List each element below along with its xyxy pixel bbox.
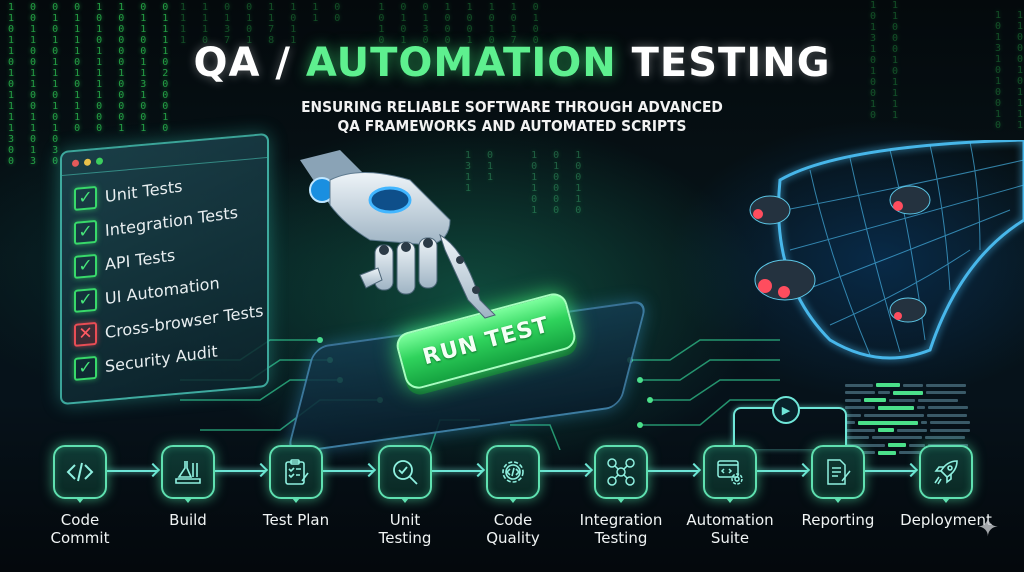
subtitle: ENSURING RELIABLE SOFTWARE THROUGH ADVAN… xyxy=(41,98,983,136)
checkmark-icon[interactable]: ✓ xyxy=(74,219,97,245)
pipeline-step-label: Build xyxy=(169,511,207,529)
arrow-icon xyxy=(321,470,373,472)
pipeline-step-button[interactable] xyxy=(378,445,432,503)
rocket-icon xyxy=(934,460,958,485)
matrix-code-rain-left: 1 0 0 0 1 1 0 0 1 0 1 1 0 0 1 1 0 1 0 1 … xyxy=(8,2,174,167)
title-accent: AUTOMATION xyxy=(305,40,617,86)
matrix-code-rain-mid: 1 0 1 0 1 3 1 0 1 0 1 1 1 0 0 1 1 0 1 0 … xyxy=(465,150,587,216)
arrow-icon xyxy=(538,470,590,472)
subtitle-line-1: ENSURING RELIABLE SOFTWARE THROUGH ADVAN… xyxy=(301,98,723,116)
checkmark-icon[interactable]: ✓ xyxy=(74,185,97,211)
bug-icon xyxy=(889,297,927,323)
window-controls xyxy=(72,157,103,168)
magnifier-check-icon xyxy=(393,460,418,485)
sparkle-icon: ✦ xyxy=(977,513,999,543)
pipeline-step-label: Reporting xyxy=(801,511,875,529)
maximize-dot-icon[interactable] xyxy=(96,157,103,165)
page-title: QA / AUTOMATION TESTING xyxy=(0,40,1024,86)
checkmark-icon[interactable]: ✓ xyxy=(74,355,97,381)
play-icon[interactable]: ▶ xyxy=(772,396,800,424)
minimize-dot-icon[interactable] xyxy=(84,158,91,167)
pipeline-step-button[interactable] xyxy=(486,445,540,503)
title-prefix: QA / xyxy=(193,40,306,86)
pipeline-step-label: Deployment xyxy=(900,511,992,529)
title-suffix: TESTING xyxy=(616,40,831,86)
pipeline-step-button[interactable] xyxy=(269,445,323,503)
document-pen-icon xyxy=(827,459,851,485)
subtitle-line-2: QA FRAMEWORKS AND AUTOMATED SCRIPTS xyxy=(337,117,687,135)
pipeline-step-button[interactable] xyxy=(161,445,215,503)
close-dot-icon[interactable] xyxy=(72,159,79,168)
bug-net-icon xyxy=(749,140,1024,360)
bug-icon xyxy=(749,195,791,225)
pipeline-step-reporting[interactable]: Reporting xyxy=(783,445,893,529)
arrow-icon xyxy=(755,470,807,472)
browser-gear-icon xyxy=(717,460,743,485)
lab-flasks-icon xyxy=(175,461,201,484)
arrow-icon xyxy=(213,470,265,472)
test-checklist: ✓ Unit Tests ✓ Integration Tests ✓ API T… xyxy=(74,165,264,386)
pipeline-step-test-plan[interactable]: Test Plan xyxy=(241,445,351,529)
robot-hand-icon xyxy=(300,150,496,319)
pipeline-step-button[interactable] xyxy=(811,445,865,503)
pipeline-step-button[interactable] xyxy=(594,445,648,503)
gear-code-icon xyxy=(502,461,524,483)
code-brackets-icon xyxy=(66,462,94,482)
pipeline-step-button[interactable] xyxy=(53,445,107,503)
checkmark-icon[interactable]: ✓ xyxy=(74,287,97,313)
bug-icon xyxy=(754,259,816,301)
checkmark-icon[interactable]: ✓ xyxy=(74,253,97,279)
network-nodes-icon xyxy=(607,458,635,486)
pipeline-step-button[interactable] xyxy=(919,445,973,503)
arrow-icon xyxy=(430,470,482,472)
pipeline-step-deployment[interactable]: Deployment xyxy=(891,445,1001,529)
matrix-code-rain-top: 1 1 0 0 1 1 1 0 1 0 0 1 1 1 1 0 1 1 1 1 … xyxy=(180,2,544,46)
checklist-item-label: API Tests xyxy=(104,244,176,274)
bug-icon xyxy=(889,185,931,215)
x-mark-icon[interactable]: ✕ xyxy=(74,321,97,347)
arrow-icon xyxy=(863,470,915,472)
matrix-code-rain-top-right: 1 1 0 1 1 0 3 0 1 0 0 1 1 0 0 1 0 1 1 1 … xyxy=(870,0,904,121)
arrow-icon xyxy=(105,470,157,472)
checklist-item-label: Unit Tests xyxy=(104,175,183,206)
pipeline-step-label: Test Plan xyxy=(262,511,330,529)
test-checklist-window: ✓ Unit Tests ✓ Integration Tests ✓ API T… xyxy=(60,132,269,406)
matrix-code-rain-right: 1 1 0 1 1 0 3 0 1 0 0 1 1 0 0 1 0 1 1 1 … xyxy=(995,10,1023,131)
arrow-icon xyxy=(646,470,698,472)
pipeline-step-build[interactable]: Build xyxy=(133,445,243,529)
pipeline-step-button[interactable] xyxy=(703,445,757,503)
clipboard-checklist-icon xyxy=(285,459,309,485)
